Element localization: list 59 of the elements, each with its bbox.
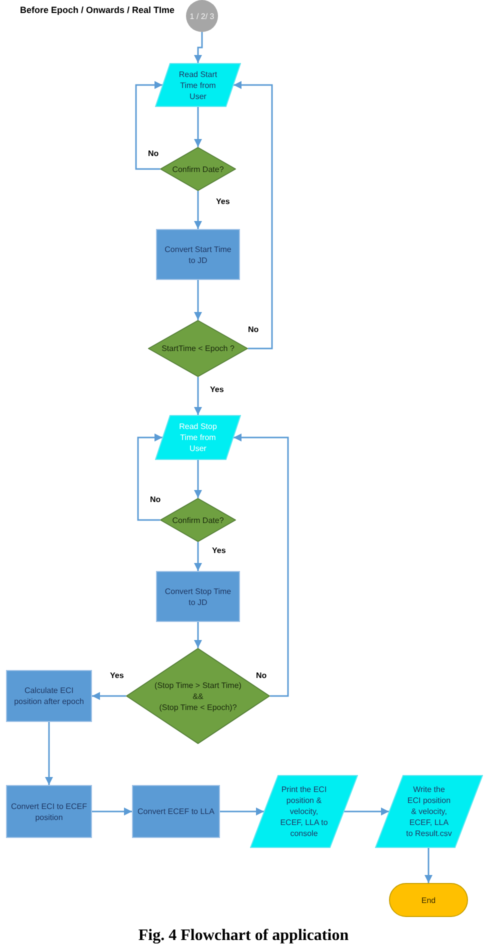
decision-diamond <box>160 498 236 542</box>
flow-arrow <box>135 81 162 170</box>
edge-label: Yes <box>210 385 224 395</box>
process-box <box>6 670 92 722</box>
flow-arrow <box>194 32 203 63</box>
node-text: Calculate ECI position after epoch <box>13 685 85 707</box>
node-text: Convert ECI to ECEF position <box>10 800 88 822</box>
node-text: StartTime < Epoch ? <box>162 343 234 354</box>
node-text: Confirm Date? <box>172 514 224 526</box>
mode-heading: Before Epoch / Onwards / Real TIme <box>20 4 175 16</box>
edge-label: Yes <box>216 197 230 207</box>
edge-label: No <box>148 149 159 159</box>
node-text: (Stop Time < Epoch)? <box>159 702 237 712</box>
flow-arrow <box>45 722 53 785</box>
edge-label: Yes <box>110 671 124 681</box>
flow-arrow <box>194 280 202 320</box>
process-box <box>156 571 240 622</box>
flow-arrow <box>92 808 132 816</box>
node-text: (Stop Time > Start Time) <box>154 680 242 690</box>
node-text: 1 / 2/ 3 <box>190 10 214 22</box>
flow-arrow <box>194 542 202 571</box>
node-text: Read Start Time from User <box>178 68 218 102</box>
process-box <box>132 785 220 838</box>
io-parallelogram <box>155 63 241 107</box>
node-text: Convert ECEF to LLA <box>138 806 214 817</box>
flow-arrow <box>137 434 162 521</box>
edge-label: No <box>150 495 161 505</box>
process-box <box>156 229 240 280</box>
node-text: End <box>421 894 436 906</box>
decision-diamond <box>126 648 270 744</box>
terminator-shape <box>389 883 468 917</box>
edge-label: Yes <box>212 546 226 556</box>
figure-caption: Fig. 4 Flowchart of application <box>138 927 349 945</box>
edge-label: No <box>248 325 259 335</box>
node-text: Read Stop Time from User <box>178 421 218 454</box>
flow-arrow <box>194 107 202 147</box>
io-parallelogram <box>155 415 241 460</box>
decision-diamond <box>148 320 248 377</box>
flow-arrow <box>92 692 126 700</box>
flow-arrow <box>194 191 202 229</box>
decision-diamond <box>160 147 236 191</box>
process-box <box>6 785 92 838</box>
flow-arrow <box>220 808 264 816</box>
node-text: Convert Start Time to JD <box>164 244 232 266</box>
io-parallelogram <box>250 775 358 848</box>
node-text: Write the ECI position & velocity, ECEF, LLA to Result.csv <box>406 784 452 839</box>
flow-arrow <box>234 81 273 350</box>
flow-arrow <box>234 434 289 697</box>
flow-arrow <box>194 377 202 415</box>
edge-label: No <box>256 671 267 681</box>
node-text: && <box>192 690 204 702</box>
node-text: Print the ECI position & velocity, ECEF, LLA to console <box>279 784 329 839</box>
flow-arrow <box>194 622 202 648</box>
flow-arrow <box>194 460 202 498</box>
node-text: Confirm Date? <box>172 164 224 174</box>
flow-arrow <box>424 848 432 883</box>
flow-arrow <box>344 808 389 816</box>
node-text: Convert Stop Time to JD <box>164 586 232 608</box>
io-parallelogram <box>375 775 483 848</box>
